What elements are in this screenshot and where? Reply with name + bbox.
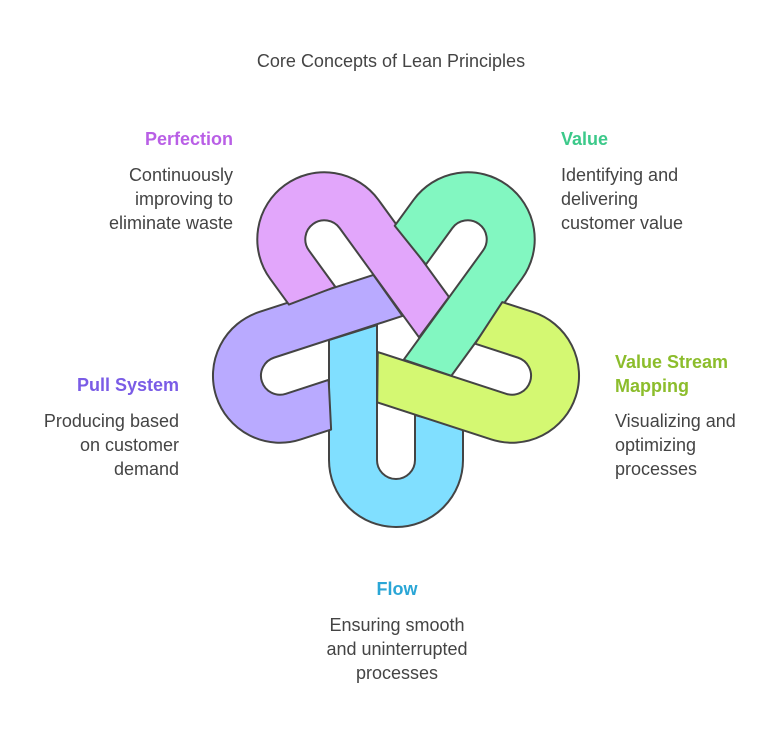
value-stream-mapping-description: Visualizing and optimizing processes: [615, 409, 736, 481]
link-value: [393, 171, 536, 377]
value-label: Value: [561, 129, 609, 149]
desc-line: delivering: [561, 189, 639, 209]
flow-label: Flow: [376, 579, 418, 599]
link-perfection: [256, 171, 451, 339]
desc-line: eliminate waste: [108, 213, 233, 233]
desc-line: improving to: [134, 189, 233, 209]
link-value-stream-mapping: [376, 301, 580, 444]
label-line: Mapping: [615, 376, 689, 396]
desc-line: processes: [355, 663, 439, 683]
desc-line: and uninterrupted: [326, 639, 468, 659]
value-stream-mapping-label: Value Stream Mapping: [615, 350, 728, 398]
desc-line: customer value: [561, 213, 684, 233]
pull-system-label: Pull System: [76, 375, 179, 395]
desc-line: Continuously: [128, 165, 233, 185]
label-line: Value Stream: [615, 352, 729, 372]
value-description: Identifying and delivering customer valu…: [561, 163, 683, 235]
pull-system-description: Producing based on customer demand: [44, 409, 179, 481]
desc-line: on customer: [79, 435, 179, 455]
desc-line: Ensuring smooth: [329, 615, 465, 635]
link-flow: [328, 324, 464, 528]
diagram-title: Core Concepts of Lean Principles: [256, 51, 526, 71]
desc-line: Producing based: [43, 411, 179, 431]
perfection-label: Perfection: [144, 129, 233, 149]
link-pull-system: [212, 273, 404, 444]
desc-line: demand: [113, 459, 179, 479]
desc-line: optimizing: [615, 435, 697, 455]
desc-line: Visualizing and: [615, 411, 736, 431]
flow-description: Ensuring smooth and uninterrupted proces…: [247, 613, 547, 685]
desc-line: Identifying and: [561, 165, 679, 185]
desc-line: processes: [615, 459, 698, 479]
perfection-description: Continuously improving to eliminate wast…: [109, 163, 233, 235]
